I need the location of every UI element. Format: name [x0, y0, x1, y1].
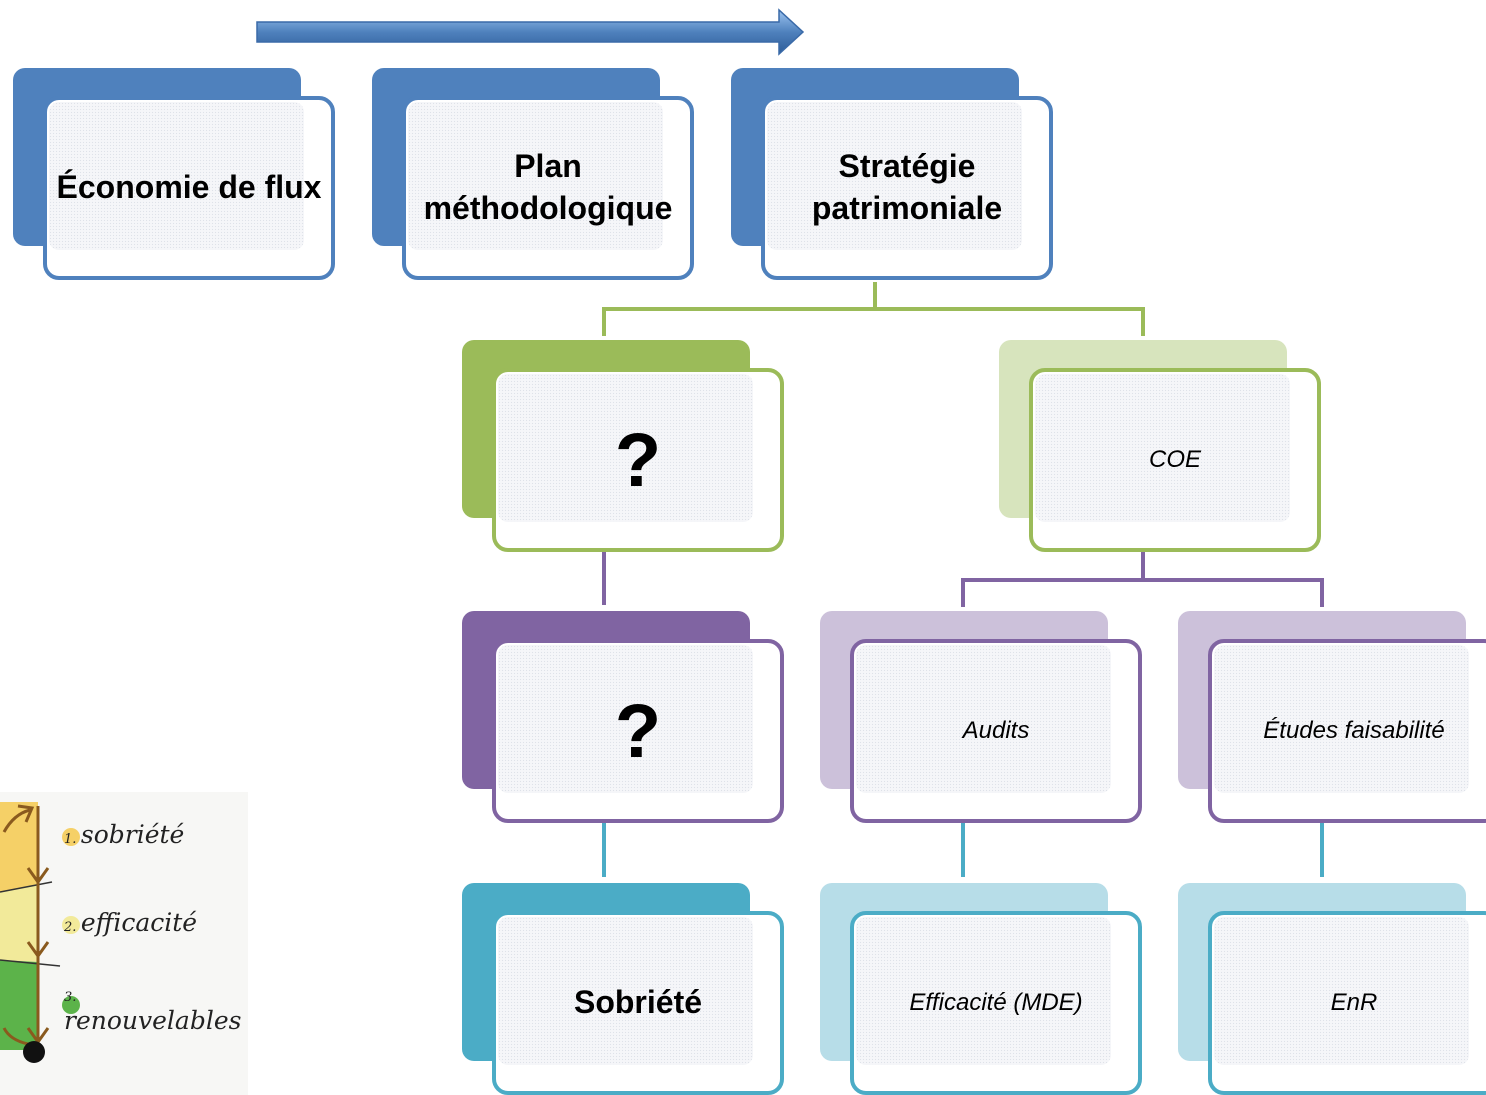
node-efficacite-mde[interactable]: Efficacité (MDE)	[820, 883, 1146, 1095]
node-label: ?	[614, 417, 662, 503]
node-label: EnR	[1330, 989, 1378, 1016]
node-question-2[interactable]: ?	[462, 611, 788, 829]
node-label: Plan méthodologique	[423, 148, 673, 226]
node-label: ?	[614, 688, 662, 774]
node-economie-de-flux[interactable]: Économie de flux	[13, 68, 339, 286]
node-audits[interactable]: Audits	[820, 611, 1146, 829]
green-connector	[602, 282, 1145, 336]
node-enr[interactable]: EnR	[1178, 883, 1486, 1095]
sketch-item-sobriete: 1. sobriété	[64, 820, 185, 849]
sketch-item-renouvelables: 3. renouvelables	[64, 990, 242, 1035]
teal-connectors	[602, 822, 1324, 877]
purple-connector-right	[961, 552, 1324, 607]
node-label: Stratégie patrimoniale	[811, 148, 1003, 226]
node-coe[interactable]: COE	[999, 340, 1325, 558]
node-label: Efficacité (MDE)	[909, 989, 1083, 1016]
node-label: Audits	[962, 717, 1030, 744]
node-label: Économie de flux	[56, 169, 322, 206]
node-strategie-patrimoniale[interactable]: Stratégie patrimoniale	[731, 68, 1057, 286]
sketch-drawing	[0, 802, 80, 1063]
node-question-1[interactable]: ?	[462, 340, 788, 558]
process-arrow	[256, 8, 805, 56]
node-sobriete[interactable]: Sobriété	[462, 883, 788, 1095]
node-plan-methodologique[interactable]: Plan méthodologique	[372, 68, 698, 286]
node-label: Études faisabilité	[1263, 717, 1445, 744]
node-etudes-faisabilite[interactable]: Études faisabilité	[1178, 611, 1486, 829]
sketch-item-efficacite: 2. efficacité	[64, 908, 198, 937]
node-label: COE	[1148, 446, 1201, 473]
node-label: Sobriété	[573, 984, 703, 1021]
negawatt-sketch: 1. sobriété 2. efficacité 3. renouvelabl…	[0, 792, 248, 1095]
